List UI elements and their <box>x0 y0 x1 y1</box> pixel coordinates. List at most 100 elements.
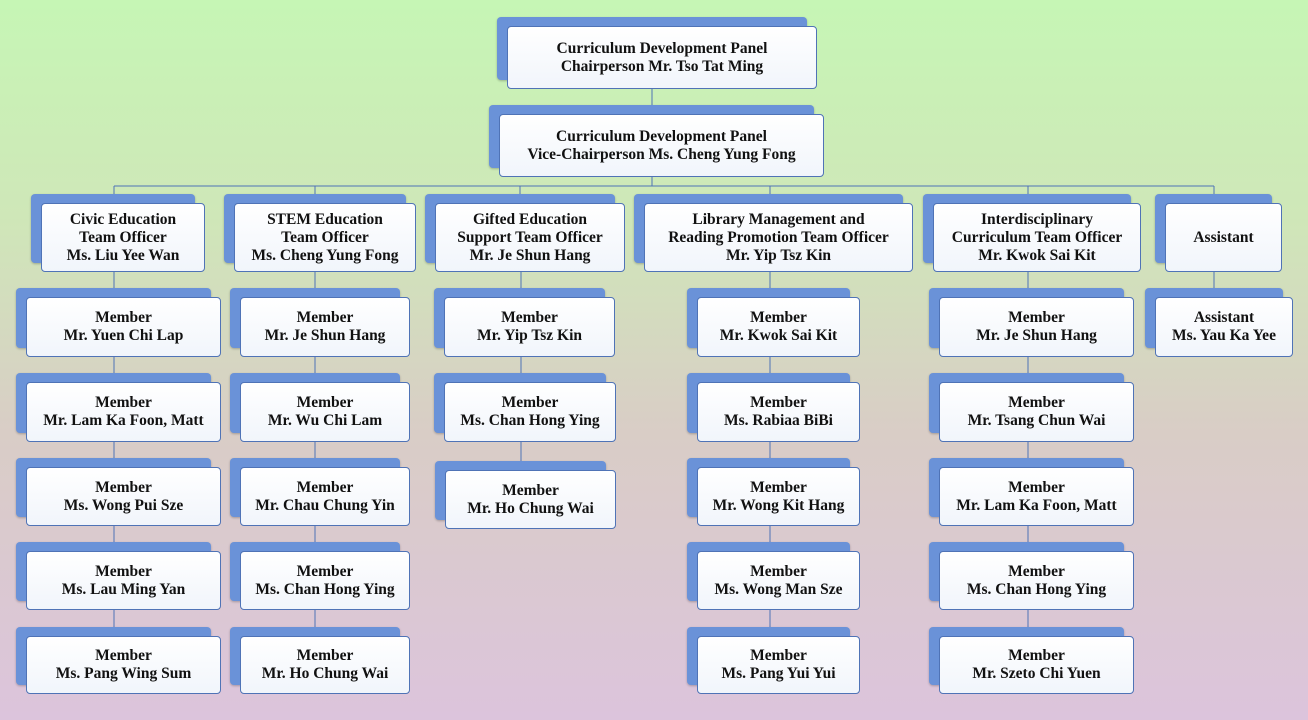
node-line: Mr. Yuen Chi Lap <box>63 327 184 344</box>
node-line: Member <box>1008 309 1065 326</box>
node-line: Assistant <box>1193 309 1255 326</box>
node-line: Library Management and <box>692 210 865 228</box>
node-line: Member <box>296 647 354 664</box>
node-line: Mr. Ho Chung Wai <box>261 665 389 682</box>
node-interdisciplinary-officer: Interdisciplinary Curriculum Team Office… <box>923 194 1141 272</box>
node-vice-chairperson: Curriculum Development Panel Vice-Chairp… <box>489 105 824 177</box>
node-line: Member <box>750 309 807 326</box>
node-line: Ms. Liu Yee Wan <box>66 246 180 264</box>
node-line: Mr. Wong Kit Hang <box>712 496 845 514</box>
node-gifted-officer: Gifted Education Support Team Officer Mr… <box>425 194 625 272</box>
node-line: Ms. Chan Hong Ying <box>255 580 395 598</box>
node-line: Ms. Cheng Yung Fong <box>251 246 399 264</box>
node-line: Team Officer <box>281 228 369 246</box>
node-line: Ms. Wong Pui Sze <box>63 496 184 514</box>
node-line: Mr. Je Shun Hang <box>264 327 386 344</box>
node-line: Member <box>1008 562 1065 580</box>
node-line: Member <box>501 394 559 411</box>
node-vice-chairperson-title: Curriculum Development Panel <box>556 127 767 145</box>
node-line: Member <box>750 478 807 496</box>
node-line: Member <box>296 309 354 326</box>
node-chairperson: Curriculum Development Panel Chairperson… <box>497 17 817 89</box>
node-line: Ms. Lau Ming Yan <box>61 580 186 598</box>
node-line: Ms. Wong Man Sze <box>714 580 843 598</box>
node-line: Member <box>95 647 152 664</box>
node-line: Member <box>296 562 354 580</box>
node-line: Mr. Je Shun Hang <box>469 246 591 264</box>
node-line: Member <box>1008 394 1065 411</box>
node-line: Civic Education <box>69 210 177 228</box>
node-line: Member <box>95 562 152 580</box>
node-line: Ms. Pang Wing Sum <box>55 665 192 682</box>
node-civic-officer: Civic Education Team Officer Ms. Liu Yee… <box>31 194 205 272</box>
node-line: Ms. Chan Hong Ying <box>460 412 600 429</box>
node-line: Member <box>750 394 807 411</box>
node-line: Member <box>750 647 807 664</box>
node-line: Member <box>296 394 354 411</box>
node-line: STEM Education <box>267 210 383 228</box>
node-line: Mr. Kwok Sai Kit <box>719 327 838 344</box>
node-line: Member <box>501 309 558 326</box>
node-line: Assistant <box>1193 228 1254 246</box>
node-library-officer: Library Management and Reading Promotion… <box>634 194 913 272</box>
node-line: Curriculum Team Officer <box>951 228 1123 246</box>
node-line: Mr. Lam Ka Foon, Matt <box>956 496 1117 514</box>
node-line: Mr. Yip Tsz Kin <box>476 327 583 344</box>
node-line: Team Officer <box>79 228 167 246</box>
node-line: Mr. Szeto Chi Yuen <box>972 665 1101 682</box>
node-line: Mr. Je Shun Hang <box>976 327 1097 344</box>
node-line: Mr. Wu Chi Lam <box>267 412 383 429</box>
node-line: Ms. Yau Ka Yee <box>1172 327 1276 344</box>
node-line: Member <box>1008 647 1065 664</box>
node-assistant-head: Assistant <box>1155 194 1282 272</box>
node-line: Member <box>750 562 807 580</box>
node-line: Mr. Yip Tsz Kin <box>725 246 832 264</box>
node-line: Interdisciplinary <box>981 210 1093 228</box>
node-line: Mr. Tsang Chun Wai <box>967 412 1106 429</box>
node-line: Member <box>502 481 559 499</box>
node-line: Ms. Chan Hong Ying <box>966 580 1107 598</box>
node-line: Member <box>95 394 152 411</box>
node-stem-officer: STEM Education Team Officer Ms. Cheng Yu… <box>224 194 416 272</box>
node-line: Mr. Chau Chung Yin <box>255 496 395 514</box>
node-vice-chairperson-name: Vice-Chairperson Ms. Cheng Yung Fong <box>527 145 796 163</box>
node-line: Gifted Education <box>472 210 588 228</box>
node-line: Support Team Officer <box>457 228 603 246</box>
node-chairperson-title: Curriculum Development Panel <box>556 39 768 57</box>
node-line: Ms. Rabiaa BiBi <box>724 412 833 429</box>
node-line: Mr. Lam Ka Foon, Matt <box>43 412 204 429</box>
node-chairperson-name: Chairperson Mr. Tso Tat Ming <box>560 57 764 75</box>
node-line: Mr. Kwok Sai Kit <box>978 246 1096 264</box>
node-line: Ms. Pang Yui Yui <box>721 665 836 682</box>
node-line: Member <box>95 478 152 496</box>
node-line: Member <box>95 309 152 326</box>
node-line: Reading Promotion Team Officer <box>668 228 889 246</box>
node-line: Member <box>296 478 354 496</box>
node-line: Mr. Ho Chung Wai <box>467 499 594 517</box>
node-line: Member <box>1008 478 1065 496</box>
